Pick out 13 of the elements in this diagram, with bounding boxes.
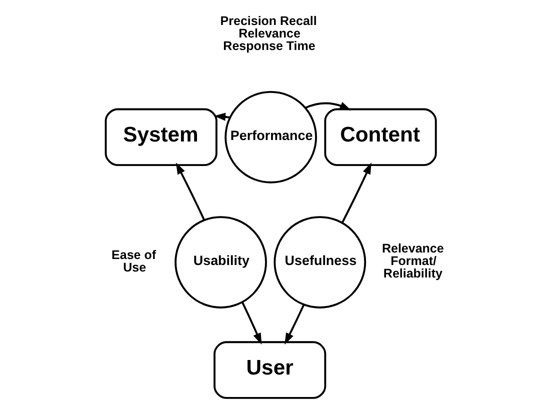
- node-box: User: [213, 341, 326, 399]
- node-label: Ease of Use: [111, 248, 156, 274]
- node-label: Precision Recall Relevance Response Time: [220, 14, 316, 53]
- node-circle: Usability: [174, 216, 266, 308]
- node-circle: Usefulness: [273, 216, 366, 308]
- arrow: [284, 304, 304, 345]
- node-label: Relevance Format/ Reliability: [381, 242, 444, 281]
- arrow: [304, 102, 351, 110]
- node-box: Content: [324, 108, 436, 166]
- arrow: [241, 302, 262, 345]
- node-box: System: [104, 108, 217, 166]
- arrow: [340, 162, 371, 224]
- arrow: [175, 162, 204, 220]
